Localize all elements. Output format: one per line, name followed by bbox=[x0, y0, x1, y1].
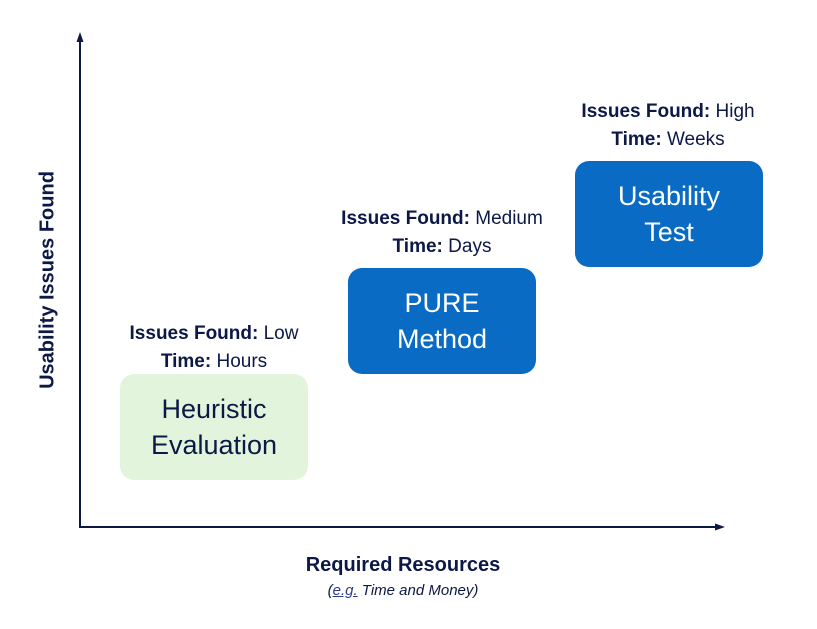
pure-method-info: Issues Found: Medium Time: Days bbox=[341, 205, 543, 261]
pure-method-box: PURE Method bbox=[348, 268, 536, 374]
issues-found-value: Low bbox=[263, 323, 299, 344]
usability-test-box: Usability Test bbox=[575, 161, 763, 267]
time-line: Time: Days bbox=[341, 233, 543, 261]
method-name-line2: Test bbox=[644, 217, 694, 247]
heuristic-evaluation-info: Issues Found: Low Time: Hours bbox=[130, 320, 299, 376]
y-axis-label: Usability Issues Found bbox=[36, 171, 59, 389]
x-sublabel-prefix: ( bbox=[327, 582, 333, 599]
issues-found-line: Issues Found: Medium bbox=[341, 205, 543, 233]
time-value: Weeks bbox=[666, 129, 725, 150]
x-axis-label: Required Resources bbox=[305, 554, 501, 576]
x-sublabel-rest: Time and Money) bbox=[357, 582, 479, 599]
y-axis-arrowhead bbox=[76, 32, 84, 42]
issues-found-value: High bbox=[715, 101, 755, 122]
time-label: Time: bbox=[392, 236, 443, 257]
method-name-line2: Evaluation bbox=[150, 430, 278, 460]
issues-found-line: Issues Found: Low bbox=[130, 320, 299, 348]
issues-found-label: Issues Found: bbox=[341, 208, 470, 229]
time-line: Time: Weeks bbox=[581, 126, 754, 154]
method-name-line1: PURE bbox=[404, 288, 480, 318]
x-sublabel-example: e.g. bbox=[332, 582, 358, 599]
method-name-line2: Method bbox=[396, 324, 488, 354]
time-line: Time: Hours bbox=[130, 348, 299, 376]
usability-test-info: Issues Found: High Time: Weeks bbox=[581, 98, 754, 154]
x-axis-sublabel: (e.g. Time and Money) bbox=[328, 582, 479, 599]
issues-found-label: Issues Found: bbox=[581, 101, 711, 122]
time-value: Hours bbox=[216, 351, 268, 372]
method-name-line1: Heuristic bbox=[161, 394, 267, 424]
issues-found-label: Issues Found: bbox=[129, 323, 259, 344]
time-label: Time: bbox=[611, 129, 662, 150]
heuristic-evaluation-box: Heuristic Evaluation bbox=[120, 374, 308, 480]
issues-found-line: Issues Found: High bbox=[581, 98, 754, 126]
x-axis-arrowhead bbox=[715, 523, 725, 531]
issues-found-value: Medium bbox=[475, 208, 543, 229]
time-label: Time: bbox=[160, 351, 212, 372]
time-value: Days bbox=[448, 236, 492, 257]
method-name-line1: Usability bbox=[617, 181, 721, 211]
